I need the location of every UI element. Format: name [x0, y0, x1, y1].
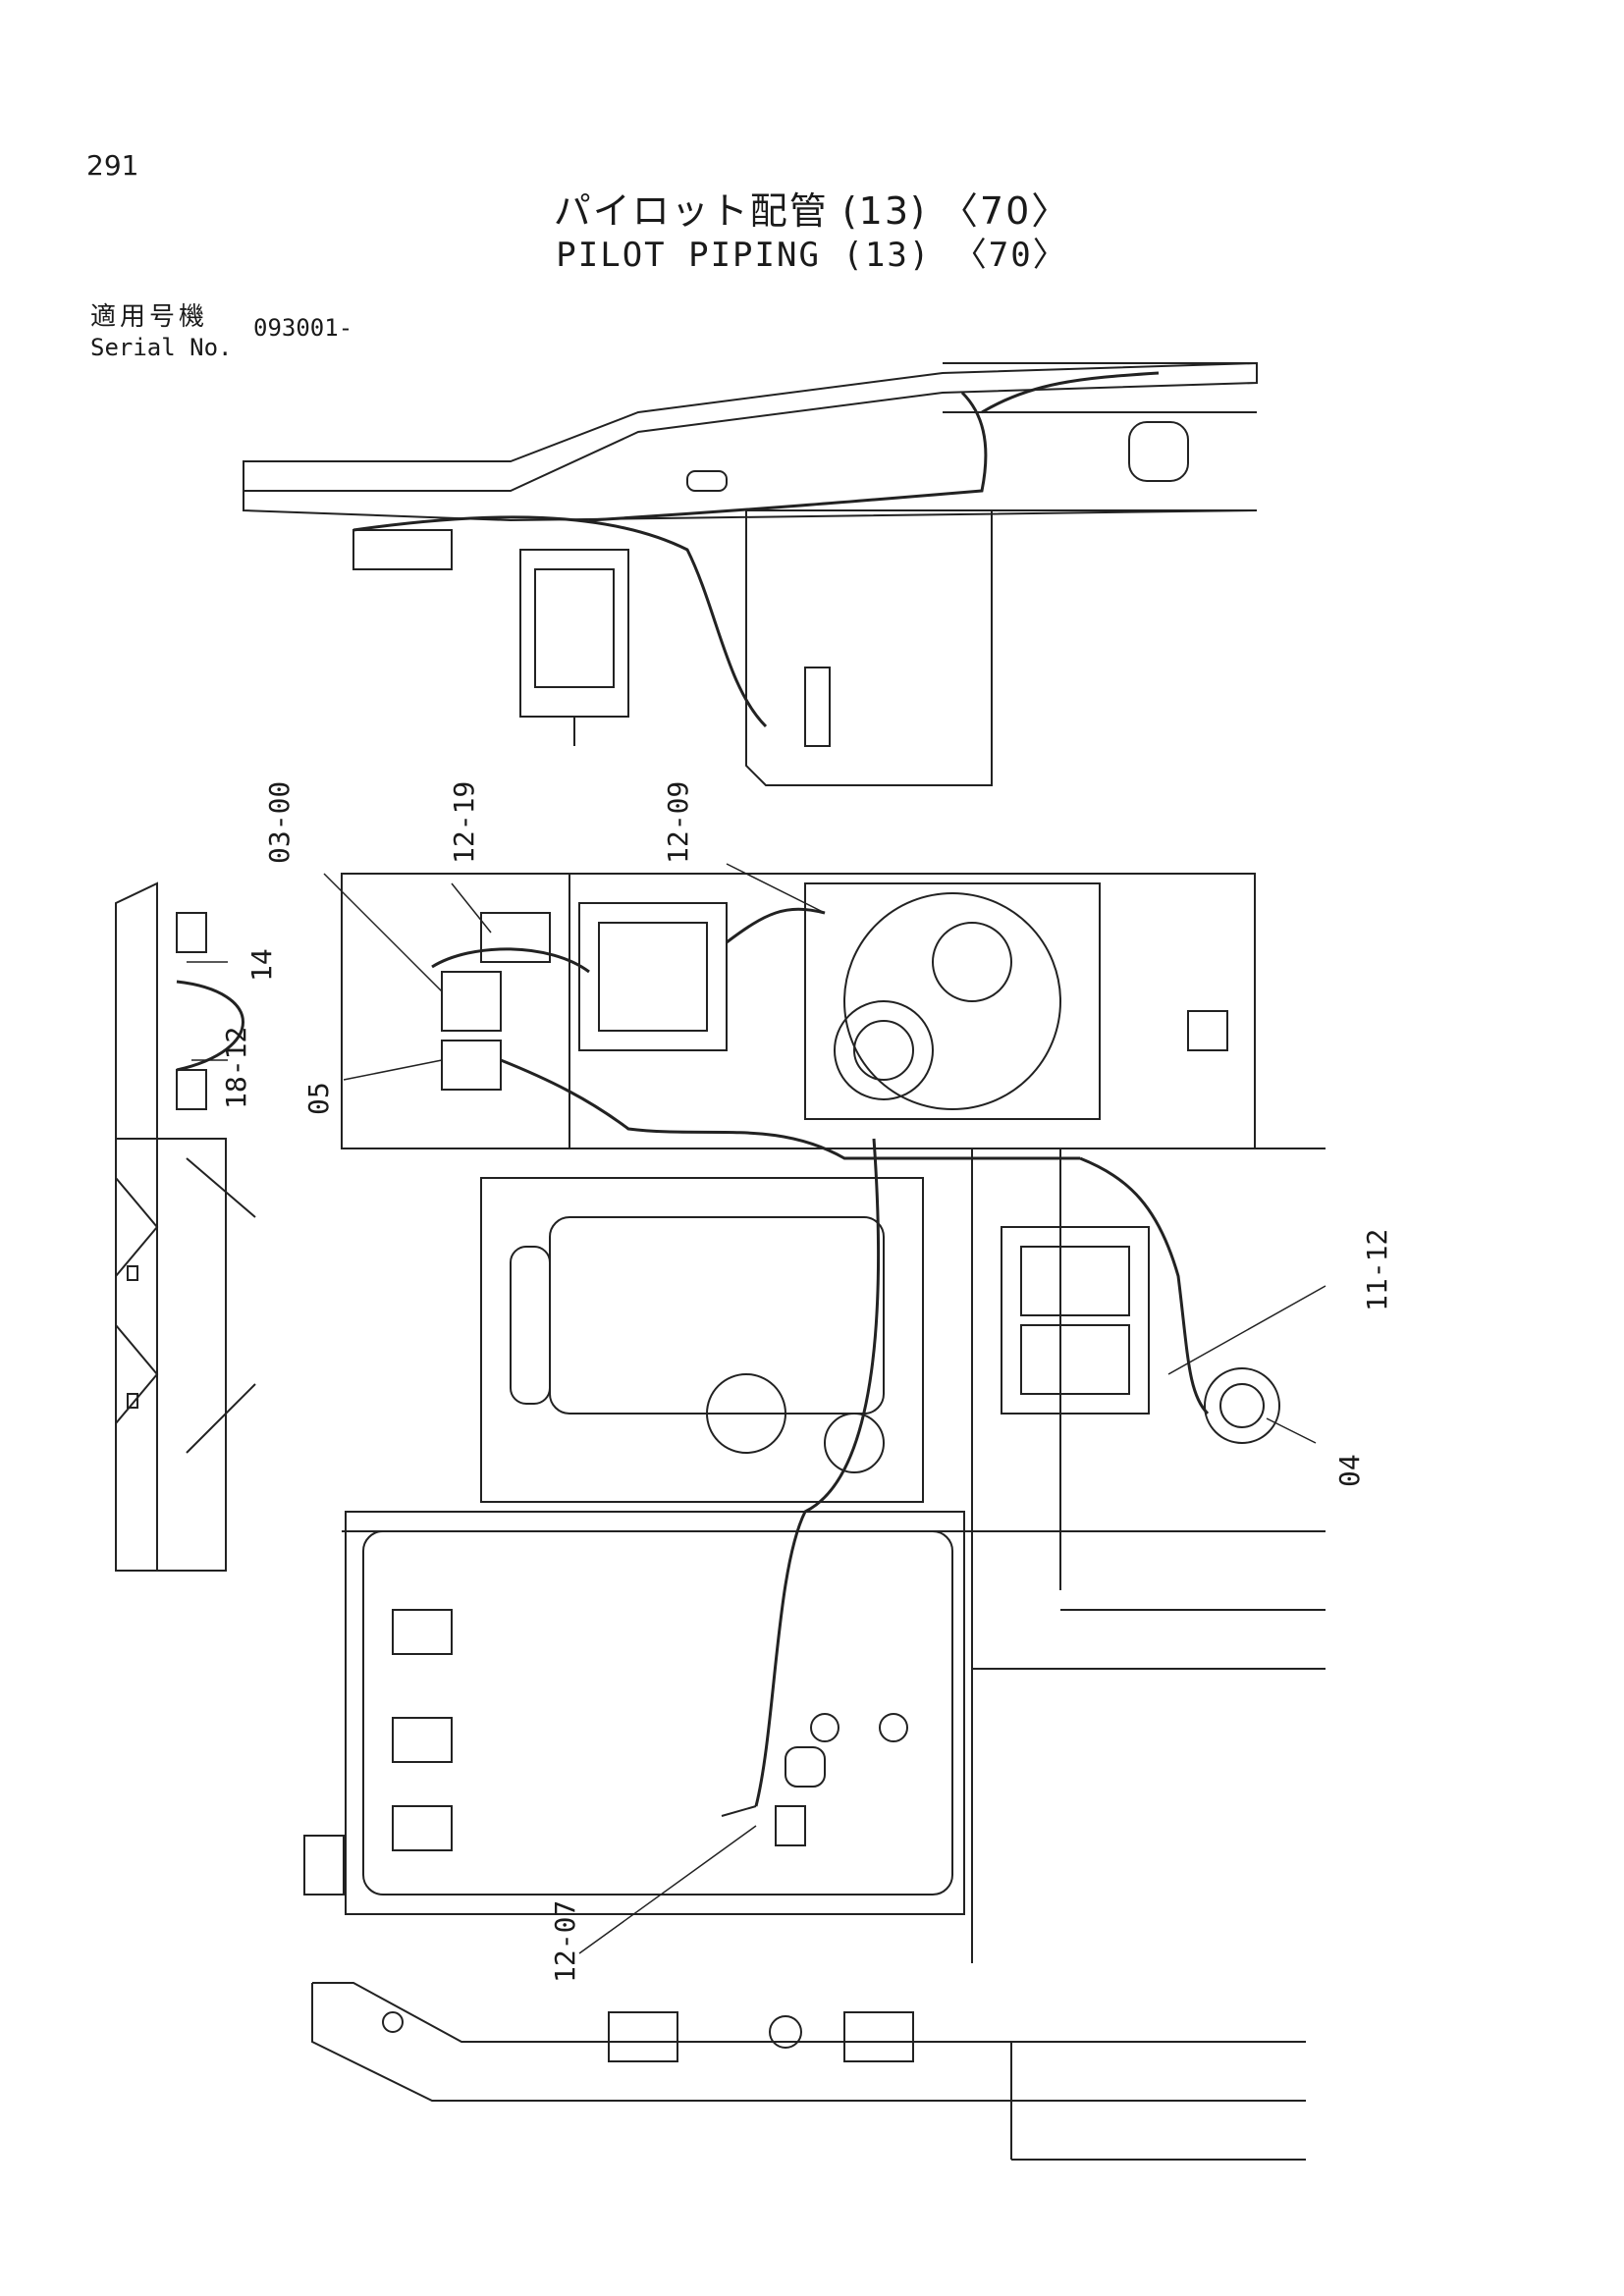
callout-18-12: 18-12: [220, 1027, 252, 1109]
leader-lines: [187, 863, 1326, 1954]
callout-12-19: 12-19: [448, 781, 480, 864]
callout-11-12: 11-12: [1361, 1229, 1393, 1311]
serial-label-japanese: 適用号機: [90, 302, 209, 332]
callout-05: 05: [302, 1082, 335, 1115]
serial-value: 093001-: [253, 314, 353, 342]
callout-12-07: 12-07: [549, 1900, 581, 1983]
serial-label-english: Serial No.: [90, 334, 233, 361]
callout-12-09: 12-09: [662, 781, 694, 864]
plan-view: [303, 873, 1326, 2161]
title-english: PILOT PIPING (13) 〈70〉: [556, 236, 1068, 275]
top-elevation-view: [243, 361, 1258, 786]
callout-14: 14: [245, 948, 278, 982]
title-japanese: パイロット配管 (13) 〈70〉: [553, 189, 1071, 233]
callout-04: 04: [1333, 1454, 1366, 1487]
callout-03-00: 03-00: [263, 781, 296, 864]
callout-labels: 03-00 12-19 12-09 14 18-12 05 11-12 04 1…: [220, 781, 1393, 1983]
page-number: 291: [86, 149, 139, 182]
left-side-view: [115, 881, 256, 1572]
